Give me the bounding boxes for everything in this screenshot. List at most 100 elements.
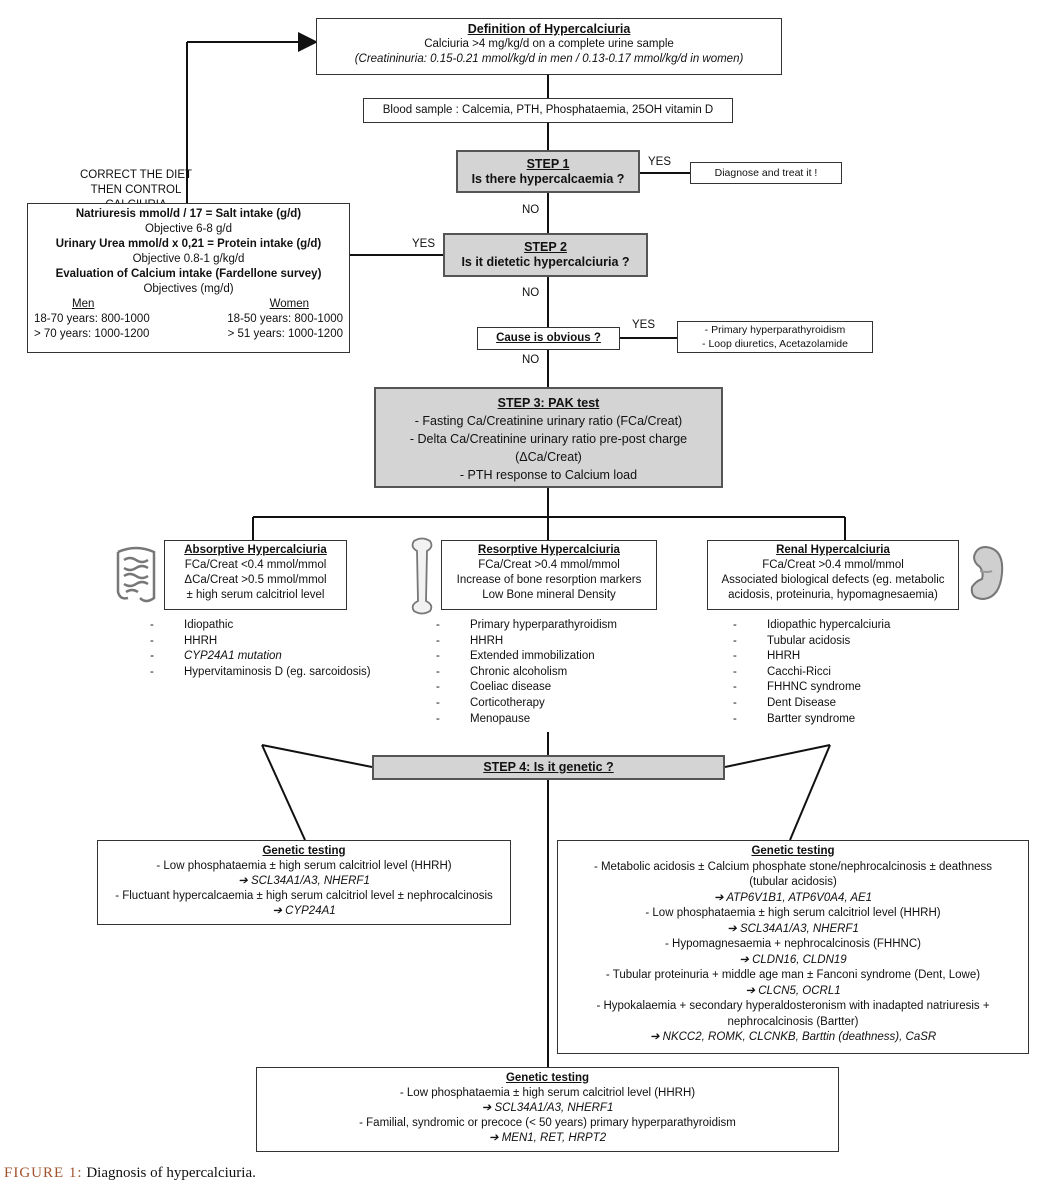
step4-box: STEP 4: Is it genetic ? [372, 755, 725, 780]
caption-label: Figure 1: [4, 1165, 83, 1181]
renal-line2: Associated biological defects (eg. metab… [721, 574, 945, 586]
absorptive-box: Absorptive Hypercalciuria FCa/Creat <0.4… [164, 540, 347, 610]
resorptive-title: Resorptive Hypercalciuria [478, 544, 620, 556]
intestine-icon [116, 546, 156, 603]
genetic-left-genes1: ➔ SCL34A1/A3, NHERF1 [238, 875, 370, 887]
absorptive-line3: ± high serum calcitriol level [186, 589, 325, 601]
genetic-right-genes2: ➔ SCL34A1/A3, NHERF1 [727, 922, 859, 935]
genetic-bottom-line2: - Familial, syndromic or precoce (< 50 y… [359, 1117, 736, 1129]
diet-protein-objective: Objective 0.8-1 g/kg/d [132, 253, 245, 265]
diet-men-row2: > 70 years: 1000-1200 [34, 328, 150, 340]
step3-line3: (ΔCa/Creat) [515, 450, 582, 464]
genetic-right-line1: - Metabolic acidosis ± Calcium phosphate… [593, 860, 993, 873]
diet-men-header: Men [72, 298, 95, 310]
genetic-right-title: Genetic testing [751, 845, 835, 857]
resorptive-line2: Increase of bone resorption markers [456, 574, 642, 586]
diet-calcium-eval: Evaluation of Calcium intake (Fardellone… [55, 268, 322, 280]
kidney-icon [970, 545, 1004, 601]
resorptive-box: Resorptive Hypercalciuria FCa/Creat >0.4… [441, 540, 657, 610]
cause-yes: YES [632, 319, 656, 331]
list-item: Idiopathic hypercalciuria [733, 618, 890, 634]
list-item: Coeliac disease [436, 680, 617, 696]
genetic-bottom-genes1: ➔ SCL34A1/A3, NHERF1 [481, 1102, 614, 1114]
definition-line2: (Creatininuria: 0.15-0.21 mmol/kg/d in m… [354, 53, 744, 65]
list-item: Bartter syndrome [733, 712, 890, 728]
step2-yes: YES [412, 238, 436, 250]
resorptive-line3: Low Bone mineral Density [482, 589, 616, 601]
genetic-bottom-box: Genetic testing - Low phosphataemia ± hi… [256, 1067, 839, 1152]
definition-line1: Calciuria >4 mg/kg/d on a complete urine… [424, 38, 674, 50]
cause-box: Cause is obvious ? [477, 327, 620, 350]
list-item: Corticotherapy [436, 696, 617, 712]
diet-women-row1: 18-50 years: 800-1000 [227, 313, 343, 325]
diet-women-header: Women [269, 298, 309, 310]
resorptive-line1: FCa/Creat >0.4 mmol/mmol [478, 559, 620, 571]
bone-icon [411, 537, 433, 615]
cause-result-box: - Primary hyperparathyroidism - Loop diu… [677, 321, 873, 353]
list-item: Cacchi-Ricci [733, 665, 890, 681]
step1-yes: YES [648, 156, 672, 168]
step4-title: STEP 4: Is it genetic ? [483, 760, 614, 774]
resorptive-causes: Primary hyperparathyroidism HHRH Extende… [436, 618, 617, 727]
cause-question: Cause is obvious ? [496, 332, 601, 344]
step2-box: STEP 2 Is it dietetic hypercalciuria ? [443, 233, 648, 277]
absorptive-causes: Idiopathic HHRH CYP24A1 mutation Hypervi… [150, 618, 371, 680]
step2-question: Is it dietetic hypercalciuria ? [461, 255, 630, 269]
genetic-right-line4: - Tubular proteinuria + middle age man ±… [605, 969, 981, 981]
diet-men-row1: 18-70 years: 800-1000 [34, 313, 150, 325]
absorptive-line1: FCa/Creat <0.4 mmol/mmol [184, 559, 327, 571]
correct-diet-line1: CORRECT THE DIET [79, 169, 193, 181]
list-item: Menopause [436, 712, 617, 728]
cause-no: NO [522, 354, 540, 366]
step3-line1: - Fasting Ca/Creatinine urinary ratio (F… [414, 414, 683, 428]
absorptive-title: Absorptive Hypercalciuria [184, 544, 327, 556]
list-item: Dent Disease [733, 696, 890, 712]
step1-no: NO [522, 204, 540, 216]
cause-result2: - Loop diuretics, Acetazolamide [702, 338, 848, 350]
list-item: HHRH [436, 634, 617, 650]
renal-line1: FCa/Creat >0.4 mmol/mmol [762, 559, 904, 571]
genetic-right-line5b: nephrocalcinosis (Bartter) [727, 1015, 859, 1028]
list-item: HHRH [733, 649, 890, 665]
genetic-bottom-title: Genetic testing [505, 1072, 590, 1084]
genetic-right-genes1: ➔ ATP6V1B1, ATP6V0A4, AE1 [713, 891, 873, 904]
absorptive-line2: ΔCa/Creat >0.5 mmol/mmol [184, 574, 327, 586]
genetic-left-line1: - Low phosphataemia ± high serum calcitr… [156, 860, 452, 872]
caption-text: Diagnosis of hypercalciuria. [86, 1165, 256, 1181]
cause-result1: - Primary hyperparathyroidism [704, 324, 846, 336]
definition-title: Definition of Hypercalciuria [467, 22, 631, 36]
genetic-left-genes2: ➔ CYP24A1 [272, 905, 336, 917]
list-item: Tubular acidosis [733, 634, 890, 650]
list-item: Chronic alcoholism [436, 665, 617, 681]
diet-salt-objective: Objective 6-8 g/d [145, 223, 232, 235]
blood-sample-box: Blood sample : Calcemia, PTH, Phosphatae… [363, 98, 733, 123]
list-item: FHHNC syndrome [733, 680, 890, 696]
renal-causes: Idiopathic hypercalciuria Tubular acidos… [733, 618, 890, 727]
list-item: Hypervitaminosis D (eg. sarcoidosis) [150, 665, 371, 681]
genetic-left-box: Genetic testing - Low phosphataemia ± hi… [97, 840, 511, 925]
step1-result: Diagnose and treat it ! [714, 167, 818, 179]
list-item: Primary hyperparathyroidism [436, 618, 617, 634]
definition-box: Definition of Hypercalciuria Calciuria >… [316, 18, 782, 75]
list-item: HHRH [150, 634, 371, 650]
step3-line2: - Delta Ca/Creatinine urinary ratio pre-… [409, 432, 688, 446]
genetic-right-line5: - Hypokalaemia + secondary hyperaldoster… [596, 1000, 990, 1012]
genetic-right-line2: - Low phosphataemia ± high serum calcitr… [645, 907, 941, 919]
diet-salt-formula: Natriuresis mmol/d / 17 = Salt intake (g… [75, 208, 302, 220]
step1-box: STEP 1 Is there hypercalcaemia ? [456, 150, 640, 193]
genetic-right-line1b: (tubular acidosis) [749, 876, 837, 888]
list-item: Extended immobilization [436, 649, 617, 665]
genetic-right-genes4: ➔ CLCN5, OCRL1 [745, 984, 841, 997]
list-item: Idiopathic [150, 618, 371, 634]
step1-question: Is there hypercalcaemia ? [471, 172, 625, 186]
diet-box: Natriuresis mmol/d / 17 = Salt intake (g… [27, 203, 350, 353]
genetic-bottom-line1: - Low phosphataemia ± high serum calcitr… [399, 1087, 696, 1099]
genetic-bottom-genes2: ➔ MEN1, RET, HRPT2 [488, 1132, 607, 1144]
figure-caption: Figure 1: Diagnosis of hypercalciuria. [4, 1165, 256, 1182]
step2-no: NO [522, 287, 540, 299]
step1-title: STEP 1 [526, 157, 570, 171]
diet-women-row2: > 51 years: 1000-1200 [227, 328, 343, 340]
step2-title: STEP 2 [524, 240, 567, 254]
genetic-left-line2: - Fluctuant hypercalcaemia ± high serum … [115, 890, 493, 902]
